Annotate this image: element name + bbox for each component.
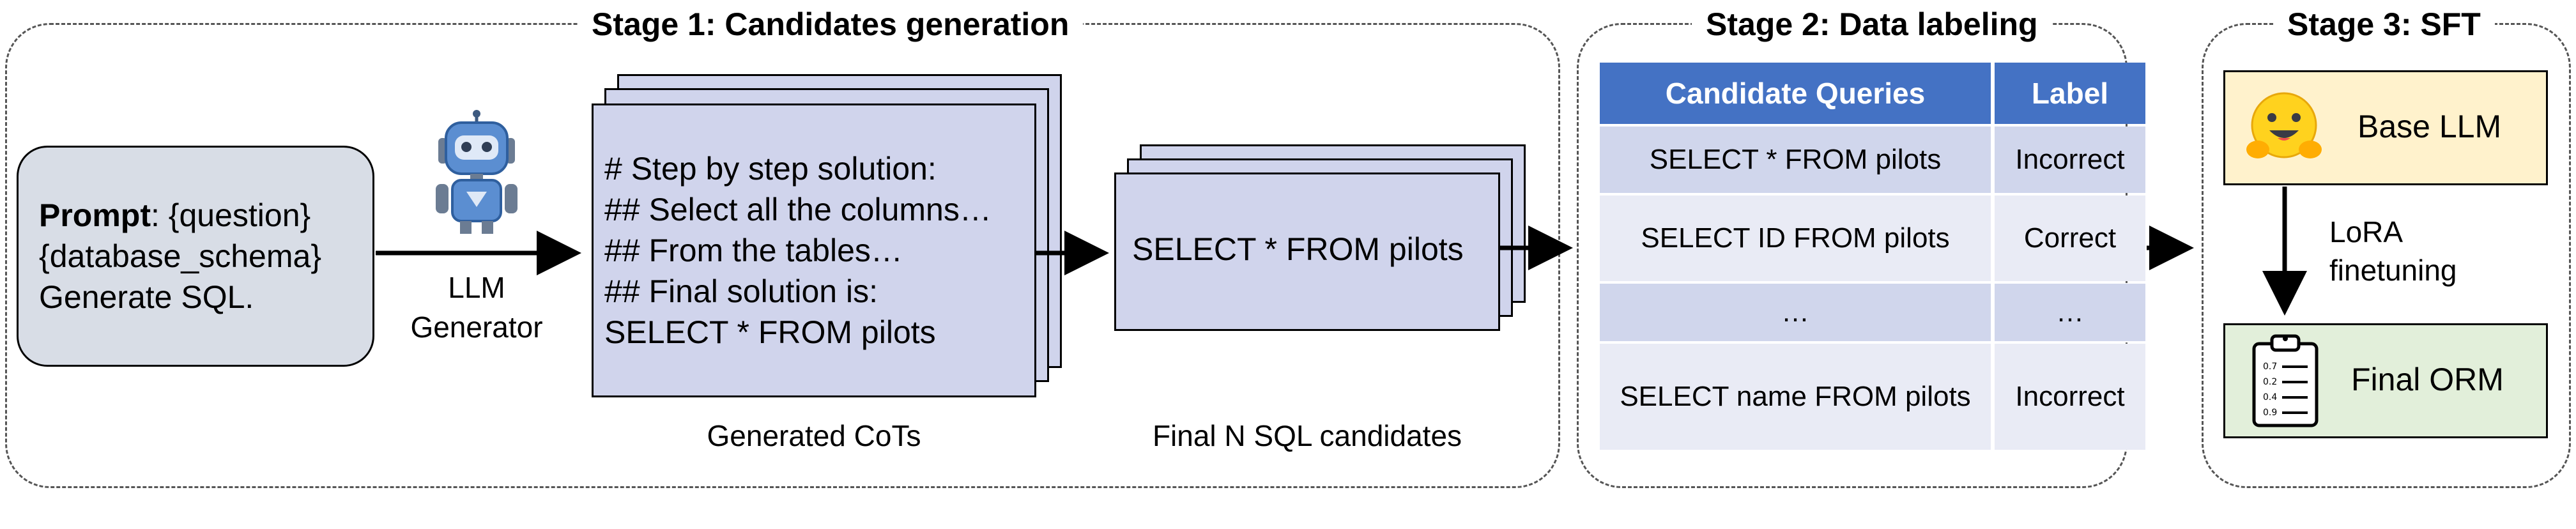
table-cell-label: Incorrect bbox=[1995, 126, 2145, 193]
sql-page-front bbox=[1114, 172, 1500, 331]
cot-line: SELECT * FROM pilots bbox=[604, 314, 936, 350]
table-cell-query: SELECT name FROM pilots bbox=[1600, 344, 1991, 450]
table-cell-query: SELECT ID FROM pilots bbox=[1600, 195, 1991, 281]
cot-text: # Step by step solution: ## Select all t… bbox=[604, 148, 992, 353]
clipboard-value: 0.4 bbox=[2263, 392, 2277, 402]
sql-candidate-text: SELECT * FROM pilots bbox=[1132, 231, 1464, 267]
table-cell-query: … bbox=[1600, 284, 1991, 341]
hugging-face-icon bbox=[2246, 92, 2322, 158]
generator-label-2: Generator bbox=[410, 310, 543, 344]
cot-line: ## From the tables… bbox=[604, 233, 903, 268]
cot-line: ## Final solution is: bbox=[604, 273, 878, 309]
clipboard-value: 0.2 bbox=[2263, 377, 2277, 387]
sql-caption: Final N SQL candidates bbox=[1152, 419, 1462, 452]
final-orm-label: Final ORM bbox=[2351, 362, 2504, 397]
lora-label-1: LoRA bbox=[2329, 215, 2404, 249]
robot-icon bbox=[436, 110, 518, 234]
generator-label-1: LLM bbox=[448, 271, 505, 304]
prompt-line-1: Prompt: {question} bbox=[39, 195, 372, 236]
table-cell-label: Incorrect bbox=[1995, 344, 2145, 450]
table-header-queries: Candidate Queries bbox=[1600, 63, 1991, 124]
table-cell-label: Correct bbox=[1995, 195, 2145, 281]
prompt-bold-label: Prompt bbox=[39, 197, 151, 233]
prompt-line-3: Generate SQL. bbox=[39, 279, 254, 315]
stage1-title: Stage 1: Candidates generation bbox=[578, 5, 1084, 43]
cot-line: ## Select all the columns… bbox=[604, 192, 992, 227]
clipboard-value: 0.7 bbox=[2263, 362, 2277, 372]
table-cell-query: SELECT * FROM pilots bbox=[1600, 126, 1991, 193]
cot-caption: Generated CoTs bbox=[707, 419, 921, 452]
base-llm-label: Base LLM bbox=[2358, 109, 2502, 144]
prompt-box: Prompt: {question} {database_schema} Gen… bbox=[17, 146, 374, 367]
prompt-line-2: {database_schema} bbox=[39, 238, 322, 274]
stage2-title: Stage 2: Data labeling bbox=[1692, 5, 2052, 43]
prompt-line-1-rest: : {question} bbox=[151, 197, 311, 233]
stage3-title: Stage 3: SFT bbox=[2273, 5, 2495, 43]
clipboard-value: 0.9 bbox=[2263, 408, 2277, 418]
cot-line: # Step by step solution: bbox=[604, 151, 937, 187]
table-cell-label: … bbox=[1995, 284, 2145, 341]
cot-page-front bbox=[592, 103, 1036, 397]
clipboard-icon: 0.7 0.2 0.4 0.9 bbox=[2252, 334, 2319, 427]
table-header-label: Label bbox=[1995, 63, 2145, 124]
lora-label-2: finetuning bbox=[2329, 254, 2457, 287]
